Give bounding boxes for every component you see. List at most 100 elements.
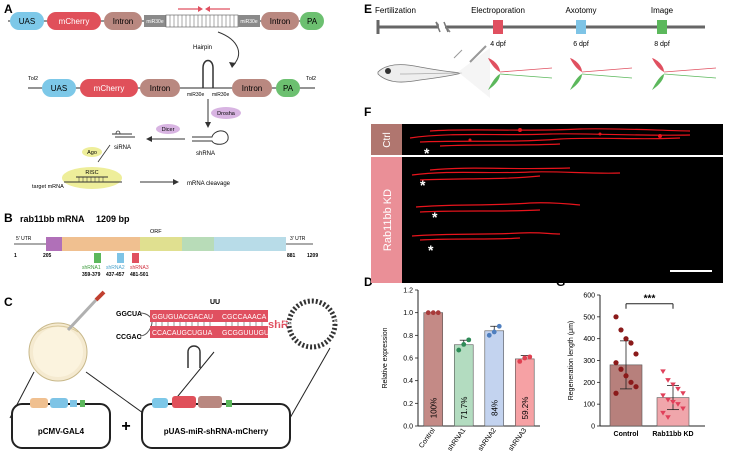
data-point — [665, 397, 671, 403]
x-tick-label: Rab11bb KD — [652, 431, 693, 438]
data-point — [680, 406, 686, 412]
bar-label: 100% — [429, 398, 438, 418]
orf-segment-3 — [182, 237, 214, 251]
rab11bb-length: 1209 bp — [96, 214, 130, 224]
svg-text:E: E — [364, 2, 372, 16]
svg-text:205: 205 — [43, 253, 52, 259]
uas-element-mid — [42, 79, 76, 97]
mcherry-label: mCherry — [59, 17, 90, 26]
x-tick-label: Control — [614, 431, 639, 438]
x-tick-label: Control — [418, 427, 437, 450]
data-point — [660, 393, 666, 399]
neuron-icon-3 — [652, 58, 717, 90]
ago-protein — [82, 147, 102, 157]
svg-text:CCACAUGCUGUA: CCACAUGCUGUA — [152, 330, 213, 337]
y-tick-label: 100 — [583, 402, 595, 409]
svg-text:Intron: Intron — [270, 17, 290, 26]
shrna3-stem-top — [150, 310, 268, 322]
y-axis-label: Relative expression — [382, 327, 389, 388]
fertilization-label: Fertilization — [375, 6, 416, 15]
svg-text:437-457: 437-457 — [106, 272, 125, 278]
intron-element-mid-2 — [232, 79, 272, 97]
svg-text:mCherry: mCherry — [94, 84, 125, 93]
panel-e: E Fertilization Electroporation Axotomy … — [364, 2, 717, 98]
x-tick-label: shRNA3 — [508, 427, 529, 452]
svg-text:Axotomy: Axotomy — [565, 6, 596, 15]
neuron-icon-2 — [570, 58, 633, 90]
y-tick-label: 1.2 — [403, 288, 413, 295]
mir30e-left — [144, 15, 166, 27]
bar-label: 71.7% — [460, 397, 469, 420]
svg-text:5' UTR: 5' UTR — [16, 236, 32, 242]
uas-element — [10, 12, 44, 30]
data-point — [430, 310, 436, 316]
intron-element-mid — [140, 79, 180, 97]
y-tick-label: 300 — [583, 358, 595, 365]
svg-text:C: C — [4, 295, 13, 309]
svg-text:Dicer: Dicer — [162, 127, 175, 133]
injection-needle — [66, 298, 98, 332]
plasmid-pcmv-gal4 — [11, 403, 111, 449]
svg-text:CGCCAAACA: CGCCAAACA — [222, 314, 267, 321]
svg-text:miR30e: miR30e — [146, 19, 163, 25]
mcherry-element — [47, 12, 101, 30]
shrna1-marker — [94, 253, 101, 263]
data-point — [665, 378, 671, 383]
svg-text:pCMV-GAL4: pCMV-GAL4 — [38, 427, 85, 436]
svg-text:UAS: UAS — [51, 84, 67, 93]
pa-element-mid — [276, 79, 300, 97]
rab11bb-title: rab11bb mRNA — [20, 214, 85, 224]
mcherry-element-mid — [80, 79, 138, 97]
data-point — [618, 366, 624, 372]
y-tick-label: 0.2 — [403, 401, 413, 408]
panel-a-letter: A — [4, 2, 13, 16]
data-point — [456, 347, 462, 353]
y-tick-label: 200 — [583, 380, 595, 387]
asterisk-1: * — [424, 145, 430, 161]
svg-text:D: D — [364, 275, 373, 289]
orf-segment-1 — [62, 237, 140, 251]
data-point — [613, 390, 619, 396]
plasmid-puas-mir-shrna-mcherry — [141, 403, 291, 449]
intron-label: Intron — [113, 17, 133, 26]
svg-text:Drosha: Drosha — [217, 111, 236, 117]
mir30e-right — [238, 15, 260, 27]
data-point — [527, 354, 533, 360]
kd-axons — [411, 167, 621, 241]
x-tick-label: shRNA2 — [477, 427, 498, 452]
uas-label: UAS — [19, 17, 35, 26]
shrna-loop — [286, 298, 338, 350]
svg-text:siRNA: siRNA — [114, 145, 131, 151]
panel-b: B rab11bb mRNA 1209 bp 5' UTR 3' UTR ORF… — [4, 211, 318, 278]
data-point — [522, 355, 528, 361]
svg-text:shRNA1: shRNA1 — [82, 265, 101, 271]
data-point — [491, 329, 497, 335]
svg-text:CCGAC: CCGAC — [116, 334, 142, 341]
y-tick-label: 0.4 — [403, 378, 413, 385]
panel-c: C GGCUA CCGAC GGUGUACGACAU CGCCAAACA CCA… — [4, 290, 347, 449]
data-point — [517, 359, 523, 364]
axotomy-marker — [576, 20, 586, 34]
utr5-block — [46, 237, 62, 251]
data-point — [613, 314, 619, 320]
hairpin-structure — [202, 59, 214, 88]
ctrl-image — [402, 124, 723, 155]
data-point — [613, 360, 619, 366]
svg-text:1: 1 — [14, 253, 17, 259]
svg-text:GGCUA: GGCUA — [116, 311, 142, 318]
y-tick-label: 400 — [583, 336, 595, 343]
data-point — [660, 410, 666, 416]
y-tick-label: 0.8 — [403, 333, 413, 340]
asterisk-3: * — [432, 209, 438, 225]
shrna3-marker — [132, 253, 139, 263]
svg-text:881: 881 — [287, 253, 296, 259]
orf-segment-2 — [140, 237, 182, 251]
orf-label: ORF — [150, 229, 162, 235]
reverse-arrow-icon — [205, 6, 210, 12]
svg-text:Tol2: Tol2 — [28, 76, 38, 82]
mrna-cleavage-label: mRNA cleavage — [187, 181, 231, 187]
kd-label-box — [371, 157, 402, 283]
svg-text:Image: Image — [651, 6, 674, 15]
